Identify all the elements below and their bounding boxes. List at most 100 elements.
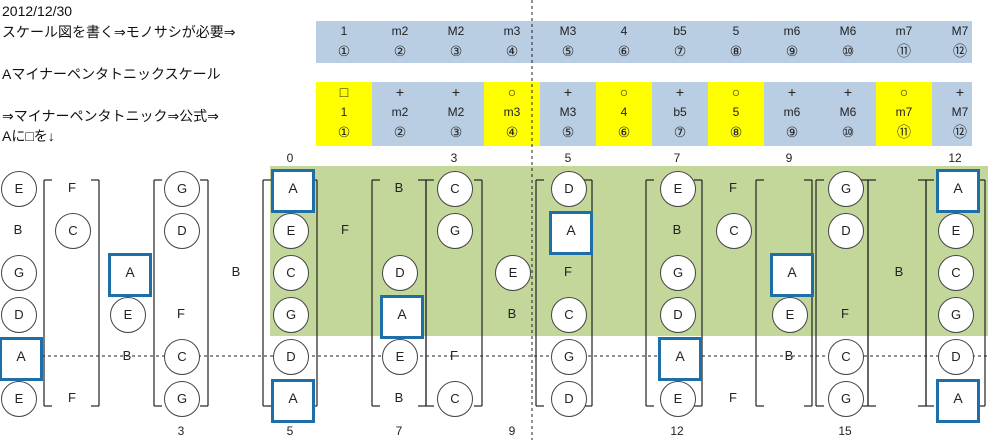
formula-symbol: ○ [507, 84, 517, 100]
fret-number-bottom: 15 [838, 424, 852, 438]
date-text: 2012/12/30 [2, 3, 73, 19]
scale-note-circle: G [1, 255, 37, 291]
interval-number: ② [393, 43, 407, 59]
note-label: B [394, 390, 404, 405]
root-note-box: A [380, 295, 424, 339]
scale-note-circle: G [164, 171, 200, 207]
interval-label: M3 [559, 24, 577, 38]
scale-note-circle: E [660, 171, 696, 207]
formula-symbol: ○ [899, 84, 909, 100]
interval-number: ② [393, 124, 407, 140]
formula-symbol: + [843, 84, 853, 100]
interval-label: 4 [620, 105, 628, 119]
scale-note-circle: E [660, 381, 696, 417]
scale-note-circle: C [938, 255, 974, 291]
formula-symbol: + [563, 84, 573, 100]
interval-number: ⑨ [785, 124, 799, 140]
formula-cell: + M6 ⑩ [820, 82, 876, 146]
interval-number: ① [337, 124, 351, 140]
formula-cell: + b5 ⑦ [652, 82, 708, 146]
formula-symbol: ○ [731, 84, 741, 100]
note-label: F [450, 348, 458, 363]
interval-number: ③ [449, 124, 463, 140]
root-note-box: A [271, 379, 315, 423]
interval-label: m2 [391, 24, 409, 38]
scale-note-circle: C [164, 339, 200, 375]
heading-line-3: ⇒マイナーペンタトニック⇒公式⇒ [2, 108, 219, 124]
interval-label: b5 [673, 24, 687, 38]
interval-label: M2 [447, 24, 465, 38]
scale-note-circle: C [55, 213, 91, 249]
interval-number: ⑪ [897, 43, 911, 59]
scale-note-circle: E [1, 171, 37, 207]
scale-note-circle: E [1, 381, 37, 417]
scale-note-circle: D [273, 339, 309, 375]
interval-label: 4 [620, 24, 628, 38]
interval-label: 5 [732, 24, 740, 38]
interval-number: ⑥ [617, 124, 631, 140]
scale-note-circle: D [828, 213, 864, 249]
interval-number: ⑦ [673, 124, 687, 140]
scale-note-circle: E [110, 297, 146, 333]
note-label: B [894, 264, 904, 279]
heading-line-2: Aマイナーペンタトニックスケール [2, 66, 221, 82]
root-note-box: A [0, 337, 43, 381]
interval-number: ③ [449, 43, 463, 59]
note-label: B [394, 180, 404, 195]
interval-cell: M2 ③ [428, 21, 484, 63]
interval-label: b5 [673, 105, 687, 119]
fret-number-bottom: 3 [177, 424, 185, 438]
formula-symbol: + [955, 84, 965, 100]
fret-number-top: 5 [564, 151, 572, 165]
interval-number: ⑧ [729, 124, 743, 140]
fret-number-top: 7 [673, 151, 681, 165]
scale-note-circle: D [551, 171, 587, 207]
root-note-box: A [770, 253, 814, 297]
scale-note-circle: D [938, 339, 974, 375]
interval-ruler-band [316, 21, 972, 63]
interval-label: M2 [447, 105, 465, 119]
note-label: F [177, 306, 185, 321]
interval-label: 1 [340, 105, 348, 119]
heading-line-4: Aに□を↓ [2, 128, 55, 144]
note-label: B [507, 306, 517, 321]
scale-note-circle: E [495, 255, 531, 291]
note-label: F [68, 390, 76, 405]
interval-number: ⑤ [561, 124, 575, 140]
interval-label: m7 [895, 24, 913, 38]
scale-note-circle: G [660, 255, 696, 291]
scale-note-circle: G [164, 381, 200, 417]
note-label: B [231, 264, 241, 279]
formula-symbol: ○ [619, 84, 629, 100]
scale-note-circle: G [938, 297, 974, 333]
scale-note-circle: D [164, 213, 200, 249]
scale-note-circle: C [716, 213, 752, 249]
fret-number-bottom: 9 [508, 424, 516, 438]
scale-note-circle: G [437, 213, 473, 249]
interval-label: m2 [391, 105, 409, 119]
interval-number: ④ [505, 43, 519, 59]
formula-cell-highlighted: ○ 4 ⑥ [596, 82, 652, 146]
interval-number: ⑨ [785, 43, 799, 59]
interval-number: ⑩ [841, 124, 855, 140]
scale-note-circle: G [828, 381, 864, 417]
interval-label: M6 [839, 105, 857, 119]
scale-note-circle: G [828, 171, 864, 207]
note-label: F [729, 390, 737, 405]
interval-number: ⑦ [673, 43, 687, 59]
scale-note-circle: E [273, 213, 309, 249]
heading-line-1: スケール図を書く⇒モノサシが必要⇒ [2, 24, 236, 40]
interval-label: M3 [559, 105, 577, 119]
scale-note-circle: D [382, 255, 418, 291]
formula-symbol: + [675, 84, 685, 100]
root-note-box: A [936, 169, 980, 213]
